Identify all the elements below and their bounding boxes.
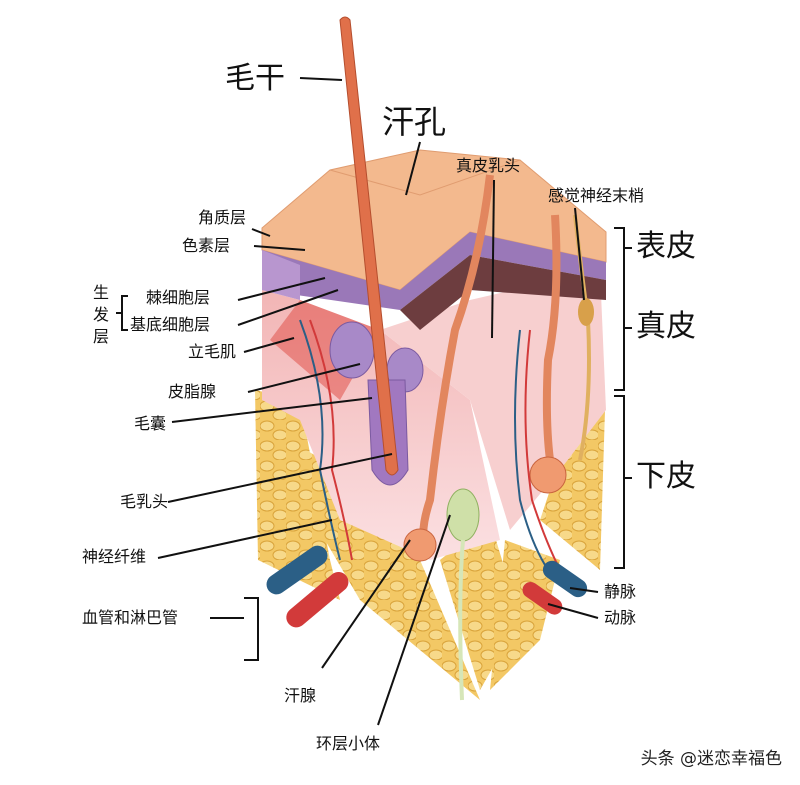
label-artery: 动脉 (604, 608, 637, 627)
label-nerve-fiber: 神经纤维 (82, 547, 147, 566)
label-epidermis: 表皮 (636, 229, 696, 264)
label-hair-papilla: 毛乳头 (120, 492, 169, 511)
hair-structure (339, 16, 409, 486)
label-hair-shaft: 毛干 (225, 61, 285, 96)
leader-lines (116, 77, 632, 726)
label-hypodermis: 下皮 (636, 459, 696, 494)
label-spinous-layer: 棘细胞层 (146, 288, 211, 307)
label-dermis: 真皮 (636, 309, 696, 344)
vessels (266, 319, 588, 628)
sweat-gland-shape (403, 174, 567, 562)
label-vessels-lymph: 血管和淋巴管 (82, 608, 179, 627)
label-hair-follicle: 毛囊 (134, 414, 167, 433)
label-sweat-gland: 汗腺 (284, 686, 317, 705)
label-vein: 静脉 (604, 582, 637, 601)
pacinian-corpuscle-shape (446, 488, 480, 701)
label-pigment-layer: 色素层 (182, 236, 231, 255)
label-sweat-pore: 汗孔 (382, 103, 447, 141)
label-pacinian-corpuscle: 环层小体 (316, 734, 381, 753)
label-stratum-corneum: 角质层 (198, 208, 247, 227)
label-sebaceous-gland: 皮脂腺 (168, 382, 217, 401)
label-germinative-layer: 生发层 (92, 283, 109, 346)
label-basal-layer: 基底细胞层 (130, 315, 211, 334)
label-arrector-pili: 立毛肌 (188, 342, 237, 361)
watermark: 头条 @迷恋幸福色 (640, 749, 782, 769)
label-sensory-nerve-ending: 感觉神经末梢 (548, 186, 645, 205)
label-dermal-papilla: 真皮乳头 (456, 156, 521, 175)
